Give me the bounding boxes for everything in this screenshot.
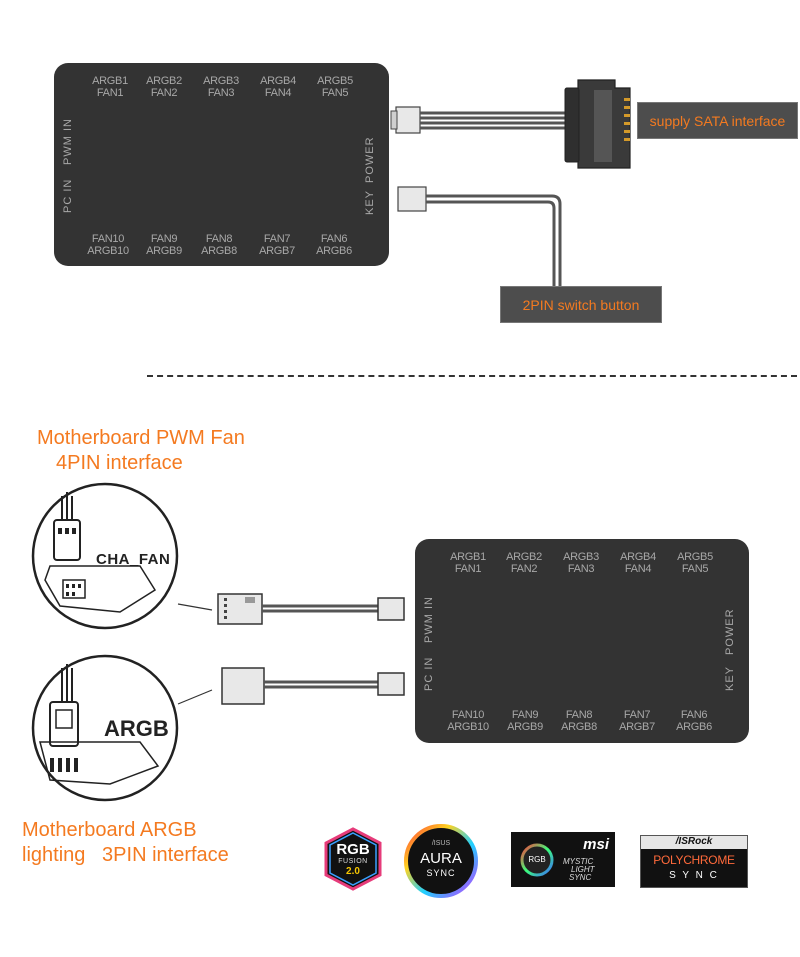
- msi-mystic-light-logo: msi RGB MYSTIC LIGHT SYNC: [511, 832, 615, 887]
- zoom-illustrations: [31, 482, 405, 802]
- section-divider: [147, 375, 797, 377]
- aura-sync-logo: /ISUS AURA SYNC: [403, 823, 479, 899]
- pwm-4pin-connector: [217, 593, 405, 625]
- label-power: POWER: [724, 608, 736, 655]
- cha-fan-label: CHA_FAN: [96, 551, 171, 568]
- power-connector: [395, 106, 421, 134]
- switch-connector: [397, 186, 427, 212]
- sata-connector: [564, 79, 631, 169]
- argb-label: ARGB: [104, 716, 169, 741]
- argb-caption-line2: lighting 3PIN interface: [22, 844, 229, 866]
- top-cables: [390, 79, 631, 290]
- argb-caption-line1: Motherboard ARGB: [22, 819, 197, 841]
- argb-3pin-connector: [221, 667, 405, 705]
- argb-zoom: [31, 654, 179, 802]
- pwm-caption-line2: 4PIN interface: [56, 452, 183, 474]
- switch-cable: [426, 194, 562, 290]
- rgb-fusion-logo: RGB FUSION 2.0: [322, 827, 384, 891]
- switch-callout: 2PIN switch button: [500, 286, 662, 323]
- label-pc-in: PC IN: [423, 656, 435, 691]
- label-key: KEY: [724, 665, 736, 691]
- pwm-caption-line1: Motherboard PWM Fan: [37, 427, 245, 449]
- sata-callout: supply SATA interface: [637, 102, 798, 139]
- label-pwm-in: PWM IN: [423, 596, 435, 643]
- cha-fan-zoom: [31, 482, 179, 630]
- sata-cable: [420, 111, 570, 130]
- asrock-polychrome-logo: /ISRock POLYCHROME S Y N C: [640, 835, 748, 888]
